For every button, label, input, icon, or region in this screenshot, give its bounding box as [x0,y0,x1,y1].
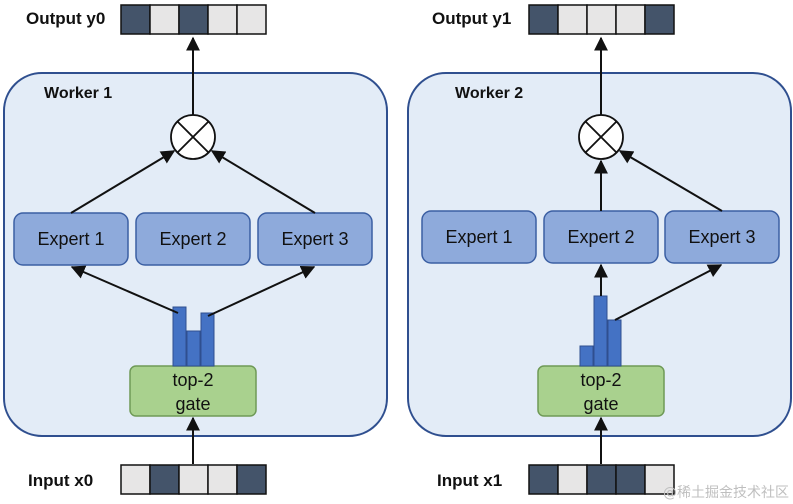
watermark: @稀土掘金技术社区 [663,485,789,501]
worker-1: Worker 1 Expert 1 Expert 2 Expert 3 top-… [3,4,388,495]
worker-2-gate-bar-1 [579,345,594,367]
worker-1-multiply-cross-b [176,120,210,154]
worker-2-output-cell [644,4,675,35]
worker-1-output-cell [236,4,267,35]
worker-1-gate-line2: gate [175,394,210,414]
worker-2-input-cell [528,464,559,495]
worker-2-gate-line2: gate [583,394,618,414]
worker-1-expert-2-label: Expert 2 [159,229,226,249]
worker-2-expert-3-to-node-arrow [618,150,723,212]
worker-1-output-label: Output y0 [26,9,105,28]
worker-1-gate-bar-3 [200,312,215,367]
worker-1-expert-3-to-node-arrow [210,150,316,214]
worker-2-multiply-cross-b [584,120,618,154]
worker-2-output-cell [586,4,617,35]
worker-2-input-cell [586,464,617,495]
worker-2-expert-3-label: Expert 3 [688,227,755,247]
worker-2-expert-1-box[interactable] [421,210,537,264]
worker-2-gate-bar-3 [607,319,622,367]
worker-2-output-vector [528,4,675,35]
worker-1-input-cell [236,464,267,495]
worker-1-input-cell [178,464,209,495]
worker-2-gate-line1: top-2 [580,370,621,390]
worker-1-input-cell [120,464,151,495]
worker-1-output-cell [149,4,180,35]
worker-1-input-cell [149,464,180,495]
worker-2-output-cell [557,4,588,35]
worker-2-input-label: Input x1 [437,471,502,490]
worker-1-output-cell [178,4,209,35]
worker-2-gate-bar-2 [593,295,608,367]
worker-2-output-label: Output y1 [432,9,511,28]
worker-1-expert-1-label: Expert 1 [37,229,104,249]
worker-1-expert-3-label: Expert 3 [281,229,348,249]
worker-1-input-vector [120,464,267,495]
worker-1-gate-bar-1 [172,306,187,367]
worker-1-output-vector [120,4,267,35]
worker-1-output-cell [207,4,238,35]
worker-1-output-cell [120,4,151,35]
worker-2: Worker 2 Expert 1 Expert 2 Expert 3 top-… [407,4,792,495]
worker-2-expert-2-label: Expert 2 [567,227,634,247]
worker-2-input-vector [528,464,675,495]
worker-1-expert-2-box[interactable] [135,212,251,266]
worker-1-input-cell [207,464,238,495]
worker-2-input-cell [644,464,675,495]
worker-2-expert-1-label: Expert 1 [445,227,512,247]
worker-1-route-arrow-expert-3 [207,265,316,317]
worker-2-title: Worker 2 [455,85,523,102]
worker-1-title: Worker 1 [44,85,112,102]
worker-2-route-arrow-expert-3 [614,264,723,321]
worker-1-gate-bar-2 [186,330,201,367]
worker-1-expert-1-to-node-arrow [70,150,176,214]
worker-1-input-label: Input x0 [28,471,93,490]
worker-2-input-cell [557,464,588,495]
worker-2-output-cell [528,4,559,35]
worker-2-output-cell [615,4,646,35]
worker-1-route-arrow-expert-1 [70,265,179,314]
worker-1-gate-line1: top-2 [172,370,213,390]
worker-2-input-cell [615,464,646,495]
